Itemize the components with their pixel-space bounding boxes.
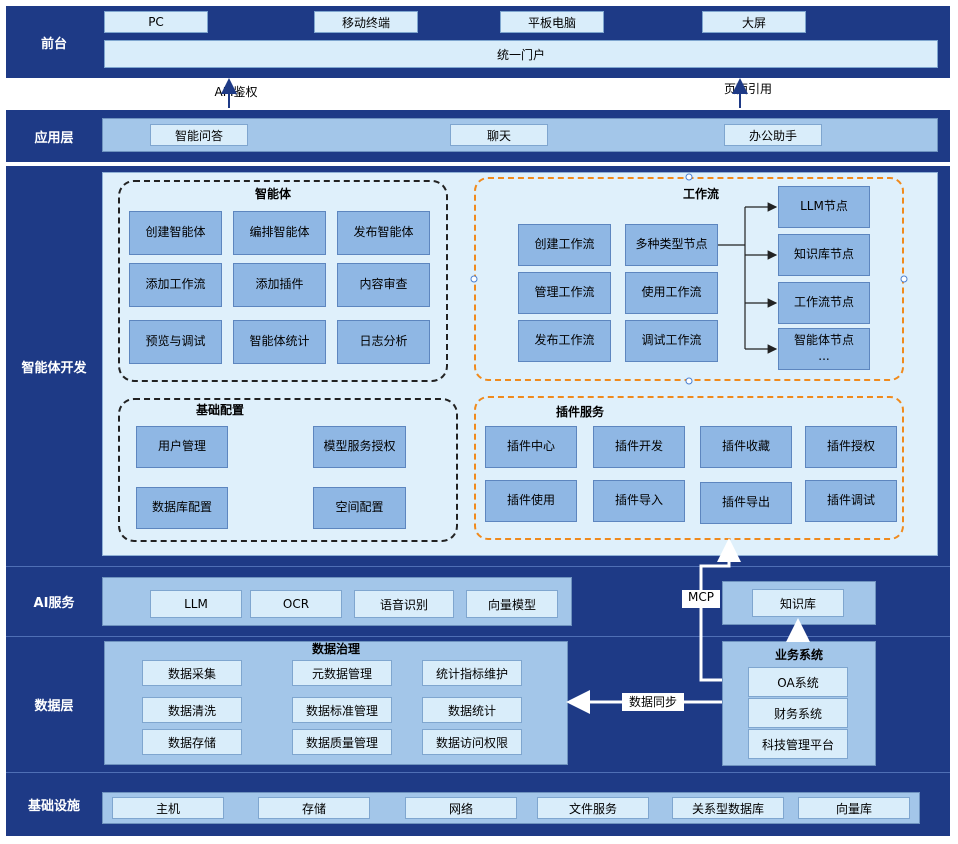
- infra-storage: 存储: [258, 797, 370, 819]
- gov-access: 数据访问权限: [422, 729, 522, 755]
- agent-content-review: 内容审查: [337, 263, 430, 307]
- agent-add-workflow: 添加工作流: [129, 263, 222, 307]
- plugin-develop: 插件开发: [593, 426, 685, 468]
- workflow-node-types: 多种类型节点: [625, 224, 718, 266]
- agent-orchestrate: 编排智能体: [233, 211, 326, 255]
- workflow-use: 使用工作流: [625, 272, 718, 314]
- device-tablet: 平板电脑: [500, 11, 604, 33]
- data-sync-label: 数据同步: [622, 693, 684, 711]
- page-ref-label: 页面引用: [723, 82, 772, 96]
- gov-indicator: 统计指标维护: [422, 660, 522, 686]
- gov-quality: 数据质量管理: [292, 729, 392, 755]
- agent-group: [118, 180, 448, 382]
- layer-label-data: 数据层: [34, 698, 74, 714]
- plugin-favorite: 插件收藏: [700, 426, 792, 468]
- ai-ocr: OCR: [250, 590, 342, 618]
- knowledge-base: 知识库: [752, 589, 844, 617]
- workflow-manage: 管理工作流: [518, 272, 611, 314]
- layer-label-app: 应用层: [34, 130, 74, 146]
- ai-speech: 语音识别: [354, 590, 454, 618]
- app-item-chat: 聊天: [450, 124, 548, 146]
- agent-group-title: 智能体: [254, 187, 291, 201]
- agent-preview-debug: 预览与调试: [129, 320, 222, 364]
- gov-metadata: 元数据管理: [292, 660, 392, 686]
- app-item-office-assistant: 办公助手: [724, 124, 822, 146]
- plugin-center: 插件中心: [485, 426, 577, 468]
- config-database: 数据库配置: [136, 487, 228, 529]
- config-model-auth: 模型服务授权: [313, 426, 406, 468]
- infra-network: 网络: [405, 797, 517, 819]
- gov-collect: 数据采集: [142, 660, 242, 686]
- infra-host: 主机: [112, 797, 224, 819]
- device-bigscreen: 大屏: [702, 11, 806, 33]
- config-user-management: 用户管理: [136, 426, 228, 468]
- workflow-node-knowledge: 知识库节点: [778, 234, 870, 276]
- agent-statistics: 智能体统计: [233, 320, 326, 364]
- business-oa: OA系统: [748, 667, 848, 697]
- plugin-group-title: 插件服务: [555, 405, 604, 419]
- mcp-label: MCP: [682, 590, 720, 608]
- app-item-qa: 智能问答: [150, 124, 248, 146]
- plugin-group: [474, 396, 904, 540]
- api-auth-label: API鉴权: [214, 85, 258, 99]
- workflow-debug: 调试工作流: [625, 320, 718, 362]
- business-title: 业务系统: [774, 648, 823, 662]
- governance-title: 数据治理: [311, 642, 360, 656]
- infra-vector-db: 向量库: [798, 797, 910, 819]
- layer-label-ai: AI服务: [33, 595, 75, 611]
- agent-create: 创建智能体: [129, 211, 222, 255]
- plugin-use: 插件使用: [485, 480, 577, 522]
- layer-label-frontend: 前台: [40, 36, 67, 52]
- agent-log-analysis: 日志分析: [337, 320, 430, 364]
- plugin-export: 插件导出: [700, 482, 792, 524]
- config-space: 空间配置: [313, 487, 406, 529]
- agent-publish: 发布智能体: [337, 211, 430, 255]
- business-finance: 财务系统: [748, 698, 848, 728]
- gov-standard: 数据标准管理: [292, 697, 392, 723]
- device-mobile: 移动终端: [314, 11, 418, 33]
- workflow-node-llm: LLM节点: [778, 186, 870, 228]
- workflow-group-title: 工作流: [682, 187, 719, 201]
- gov-cleansing: 数据清洗: [142, 697, 242, 723]
- workflow-publish: 发布工作流: [518, 320, 611, 362]
- plugin-import: 插件导入: [593, 480, 685, 522]
- gov-statistics: 数据统计: [422, 697, 522, 723]
- infra-relational-db: 关系型数据库: [672, 797, 784, 819]
- ai-vector-model: 向量模型: [466, 590, 558, 618]
- layer-label-infra: 基础设施: [27, 798, 80, 814]
- workflow-node-agent: 智能体节点 ...: [778, 328, 870, 370]
- plugin-authorize: 插件授权: [805, 426, 897, 468]
- device-pc: PC: [104, 11, 208, 33]
- business-tech-platform: 科技管理平台: [748, 729, 848, 759]
- plugin-debug: 插件调试: [805, 480, 897, 522]
- agent-add-plugin: 添加插件: [233, 263, 326, 307]
- layer-label-agent-dev: 智能体开发: [21, 360, 87, 376]
- ai-llm: LLM: [150, 590, 242, 618]
- infra-file-service: 文件服务: [537, 797, 649, 819]
- unified-portal: 统一门户: [104, 40, 938, 68]
- gov-storage: 数据存储: [142, 729, 242, 755]
- workflow-node-workflow: 工作流节点: [778, 282, 870, 324]
- config-group-title: 基础配置: [195, 403, 244, 417]
- config-group: [118, 398, 458, 542]
- workflow-create: 创建工作流: [518, 224, 611, 266]
